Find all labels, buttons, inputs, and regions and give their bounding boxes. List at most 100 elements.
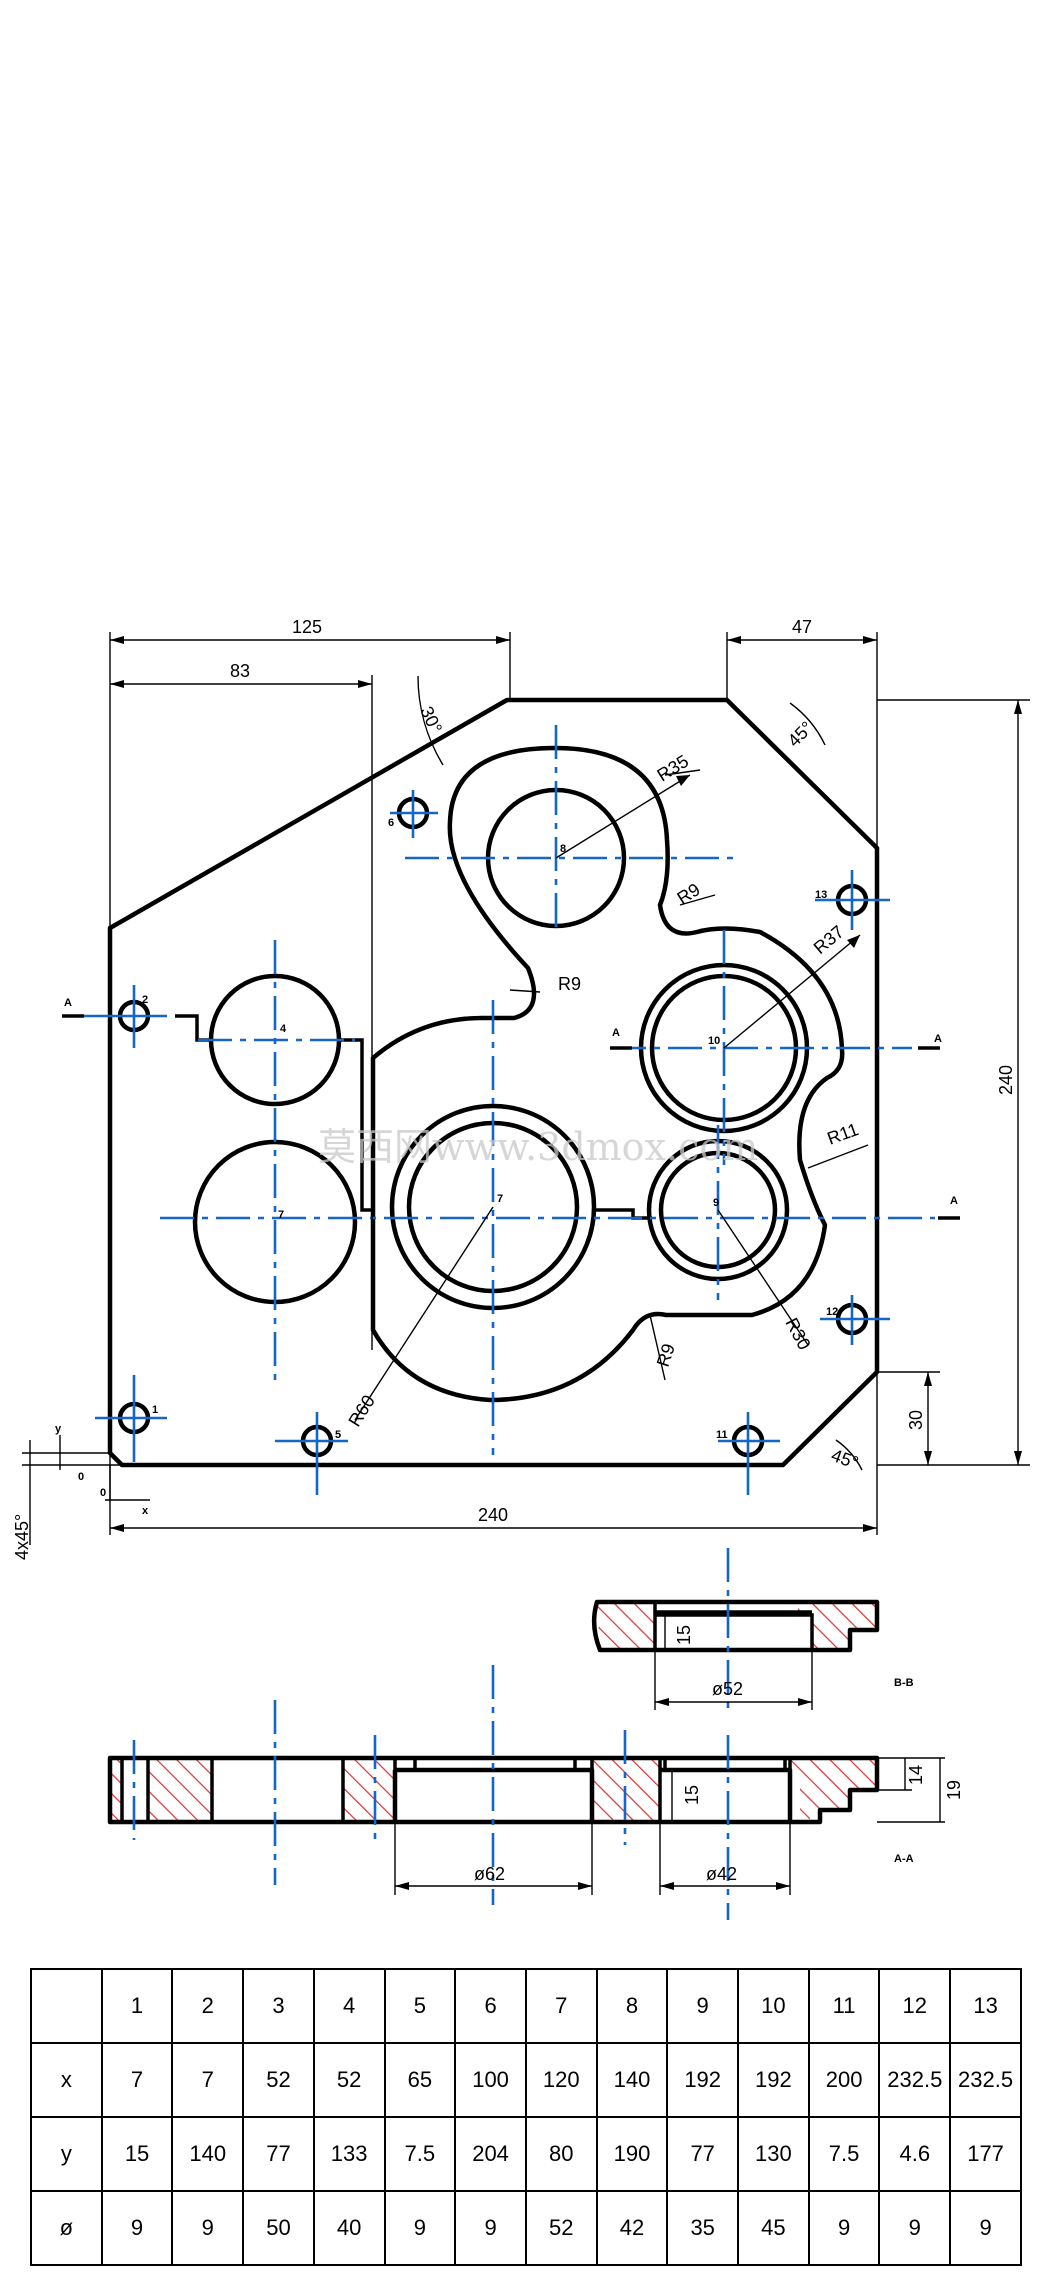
aa-diameter-42: ø42 [706,1864,737,1884]
coordinate-table: 1 2 3 4 5 6 7 8 9 10 11 12 13 x 7 7 52 5… [30,1968,1022,2266]
table-cell: 80 [524,2116,598,2192]
origin-y-label: y [55,1423,62,1435]
dimension-arrowheads [110,636,1022,1532]
table-cell: 9 [171,2190,245,2266]
plan-view: R35 R9 R9 R37 R11 R30 R9 R60 1 2 4 5 6 7… [12,617,1030,1560]
table-cell: 232.5 [949,2042,1022,2118]
section-bb: 15 ø52 B-B [591,1548,914,1710]
table-cell: 50 [242,2190,315,2266]
table-cell: 15 [100,2116,174,2192]
svg-text:A: A [612,1027,620,1039]
dim-45-bottom: 45° [829,1445,861,1473]
section-marks: A A A A [62,997,960,1220]
table-cell: 100 [454,2042,527,2118]
table-cell: 192 [737,2042,810,2118]
dim-240-width: 240 [478,1505,508,1525]
table-cell: 13 [949,1968,1022,2044]
radius-r60: R60 [344,1392,378,1431]
table-cell: 52 [312,2042,386,2118]
aa-thickness-14: 14 [906,1765,926,1785]
svg-text:7: 7 [497,1193,503,1205]
table-cell: 52 [242,2042,315,2118]
dim-45-top: 45° [784,717,817,750]
svg-text:12: 12 [826,1306,838,1318]
table-cell: y [30,2116,103,2192]
svg-text:A: A [934,1033,942,1045]
centerlines [80,725,935,1495]
table-row-y: y 15 140 77 133 7.5 204 80 190 77 130 7.… [30,2116,1022,2192]
watermark: 莫西网www.3dmox.com [318,1125,758,1169]
table-cell: 9 [454,2190,527,2266]
table-cell: 140 [595,2042,669,2118]
hole-labels: 1 2 4 5 6 7 8 9 10 11 12 13 7 [142,817,838,1441]
origin-zero-x: 0 [100,1487,106,1499]
table-cell: 35 [666,2190,740,2266]
table-cell [30,1968,103,2044]
table-cell: ø [30,2190,103,2266]
dim-4x45: 4x45° [12,1514,32,1560]
table-cell: 77 [242,2116,315,2192]
table-cell: 9 [878,2190,952,2266]
table-cell: 232.5 [878,2042,952,2118]
table-cell: 8 [595,1968,669,2044]
table-cell: 65 [383,2042,457,2118]
svg-text:9: 9 [713,1197,719,1209]
table-cell: 4.6 [878,2116,952,2192]
dim-47: 47 [792,617,812,637]
bb-title: B-B [894,1677,914,1689]
table-cell: 2 [171,1968,245,2044]
svg-text:4: 4 [280,1023,287,1035]
aa-title: A-A [894,1853,914,1865]
table-header-row: 1 2 3 4 5 6 7 8 9 10 11 12 13 [30,1968,1022,2044]
table-cell: 7 [524,1968,598,2044]
table-cell: 11 [807,1968,881,2044]
table-cell: 9 [807,2190,881,2266]
table-cell: 192 [666,2042,740,2118]
origin-x-label: x [142,1505,149,1517]
table-cell: 7.5 [807,2116,881,2192]
table-cell: 190 [595,2116,669,2192]
table-row-x: x 7 7 52 52 65 100 120 140 192 192 200 2… [30,2042,1022,2118]
aa-depth-15: 15 [682,1785,702,1805]
table-cell: 120 [524,2042,598,2118]
table-cell: 40 [312,2190,386,2266]
table-cell: 130 [737,2116,810,2192]
svg-text:10: 10 [708,1035,720,1047]
table-cell: 12 [878,1968,952,2044]
table-cell: 6 [454,1968,527,2044]
radius-leaders [354,769,869,1421]
table-cell: 77 [666,2116,740,2192]
aa-thickness-19: 19 [944,1780,964,1800]
table-cell: 52 [524,2190,598,2266]
svg-text:6: 6 [388,817,394,829]
table-cell: 9 [949,2190,1022,2266]
step-line-right [592,1208,652,1220]
svg-text:5: 5 [335,1429,341,1441]
table-cell: 9 [100,2190,174,2266]
table-cell: 10 [737,1968,810,2044]
inner-pocket-outline [370,745,845,1403]
table-cell: 42 [595,2190,669,2266]
svg-text:2: 2 [142,994,148,1006]
table-cell: 4 [312,1968,386,2044]
table-cell: 3 [242,1968,315,2044]
table-cell: 7.5 [383,2116,457,2192]
table-cell: 200 [807,2042,881,2118]
radius-r9-top: R9 [674,879,704,908]
aa-diameter-62: ø62 [474,1864,505,1884]
svg-text:7: 7 [278,1209,284,1221]
bb-diameter: ø52 [712,1679,743,1699]
radius-r37: R37 [810,922,848,959]
table-cell: 133 [312,2116,386,2192]
svg-text:11: 11 [716,1429,728,1441]
dim-125: 125 [292,617,322,637]
table-cell: 7 [100,2042,174,2118]
section-aa: 15 14 19 ø62 ø42 A-A [107,1665,964,1920]
table-cell: 204 [454,2116,527,2192]
radius-r30: R30 [781,1314,814,1353]
svg-text:8: 8 [560,843,566,855]
dimension-lines [22,632,1030,1545]
table-row-diameter: ø 9 9 50 40 9 9 52 42 35 45 9 9 9 [30,2190,1022,2266]
dim-30-bottom: 30 [906,1410,926,1430]
